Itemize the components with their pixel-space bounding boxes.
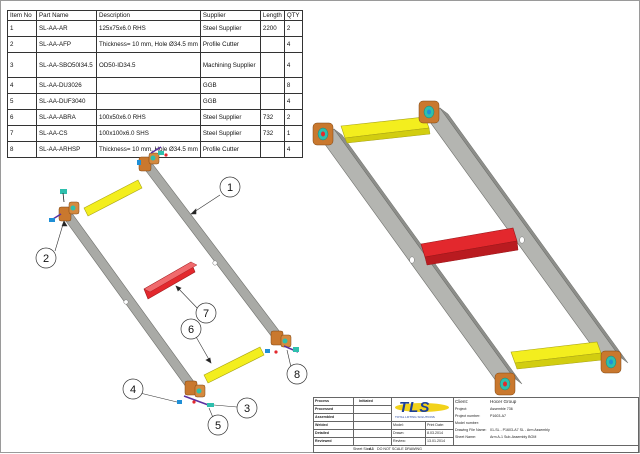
bom-cell: Steel Supplier	[199, 125, 261, 142]
bom-row: 5 SL-AA-DUF3040 GGB 4	[7, 93, 303, 110]
balloon-7-label: 7	[203, 308, 209, 320]
project-number-value: P1603-A7	[490, 414, 506, 418]
status-label-process: Process	[315, 399, 329, 403]
balloon-5-label: 5	[215, 420, 221, 432]
project-label: Project:	[455, 407, 468, 411]
file-name-value: 01-SL - P1603-A7 SL - Arm Assembly	[490, 428, 550, 432]
review-label: Review:	[393, 439, 406, 443]
model-label: Model:	[393, 423, 404, 427]
brace-centre-red-top	[143, 261, 198, 293]
drawn-date: 8.03.2014	[427, 431, 443, 435]
iso-bracket-bottom-left	[494, 372, 516, 396]
pin-top-right	[137, 146, 168, 165]
client-value: Hocer Group	[490, 399, 517, 404]
brace-top-yellow	[83, 179, 143, 217]
model-number-label: Model number:	[455, 421, 479, 425]
project-value: Assemble 736	[490, 407, 513, 411]
status-label-processed: Processed	[315, 407, 334, 411]
bom-cell: GGB	[199, 77, 261, 94]
do-not-scale-note: DO NOT SCALE DRAWING	[377, 447, 422, 451]
iso-bracket-bottom-right	[600, 350, 622, 374]
balloon-6-label: 6	[188, 324, 194, 336]
balloon-7: 7	[195, 302, 217, 324]
status-value-process: Initiated	[359, 399, 373, 403]
bom-row: 3 SL-AA-SBO50I34.5 OD50-ID34.5 Machining…	[7, 52, 303, 78]
status-label-detailed: Detailed	[315, 431, 329, 435]
bom-header-row: Item No Part Name Description Supplier L…	[7, 10, 303, 21]
status-label-welded: Welded	[315, 423, 328, 427]
pin-bottom-left	[177, 395, 214, 407]
iso-brace-top-yellow-face	[344, 127, 431, 144]
print-date-label: Print Date:	[427, 423, 444, 427]
sheet-name-label: Sheet Name:	[455, 435, 476, 439]
balloon-8-label: 8	[294, 369, 300, 381]
status-label-assembled: Assembled	[315, 415, 335, 419]
balloon-8: 8	[286, 363, 308, 385]
title-block: Process Initiated Processed Assembled We…	[313, 397, 639, 453]
bom-row: 8 SL-AA-ARHSP Thickness= 10 mm, Hole Ø34…	[7, 141, 303, 158]
pin-top-left	[49, 189, 67, 222]
sheet-size-value: A3	[369, 447, 374, 451]
bom-cell	[259, 141, 285, 158]
client-label: Client:	[455, 399, 469, 404]
beam-hole	[212, 260, 218, 266]
balloon-leaders	[54, 194, 295, 421]
sheet-size-label: Sheet Size	[353, 447, 371, 451]
balloon-2-label: 2	[43, 253, 49, 265]
balloon-4: 4	[122, 378, 144, 400]
bom-table: Item No Part Name Description Supplier L…	[7, 10, 303, 158]
bom-cell: SL-AA-ARHSP	[36, 141, 97, 158]
tls-logo-text: TLS	[399, 399, 431, 416]
balloon-2: 2	[35, 247, 57, 269]
balloon-5: 5	[207, 414, 229, 436]
balloon-6: 6	[180, 318, 202, 340]
drawn-label: Drawn:	[393, 431, 405, 435]
bracket-top-left	[58, 201, 80, 222]
sheet-name-value: Arm A-1 Sub-Assembly BOM	[490, 435, 537, 439]
bom-row: 2 SL-AA-AFP Thickness= 10 mm, Hole Ø34.5…	[7, 36, 303, 53]
iso-beam-right-side	[439, 107, 629, 364]
file-name-label: Drawing File Name:	[455, 428, 487, 432]
project-number-label: Project number:	[455, 414, 481, 418]
beam-hole	[123, 299, 129, 305]
iso-bracket-top-left	[312, 122, 334, 146]
review-date: 13.01.2014	[427, 439, 445, 443]
bom-cell: Profile Cutter	[199, 141, 261, 158]
bom-cell: OD50-ID34.5	[96, 52, 201, 78]
status-label-reviewed: Reviewed	[315, 439, 332, 443]
bracket-bottom-right	[270, 330, 292, 348]
balloon-3: 3	[236, 397, 258, 419]
balloon-4-label: 4	[130, 384, 136, 396]
balloon-3-label: 3	[244, 403, 250, 415]
pin-bottom-right	[265, 345, 299, 354]
bom-cell: SL-AA-SBO50I34.5	[36, 52, 97, 78]
iso-beam-right	[424, 107, 621, 365]
bom-cell: 4	[283, 141, 303, 158]
bracket-bottom-left	[184, 380, 206, 398]
iso-beam-hole	[519, 236, 525, 244]
bom-row: 6 SL-AA-ABRA 100x50x6.0 RHS Steel Suppli…	[7, 109, 303, 126]
bom-cell: 8	[7, 141, 37, 158]
tls-logo-tagline: TOTAL LIFTING SOLUTIONS	[395, 415, 435, 419]
tls-logo: TLS TOTAL LIFTING SOLUTIONS	[395, 399, 449, 420]
balloon-1: 1	[219, 176, 241, 198]
balloon-1-label: 1	[227, 182, 233, 194]
bracket-top-right	[138, 152, 160, 172]
iso-bracket-top-right	[418, 100, 440, 124]
bom-cell: Machining Supplier	[199, 52, 261, 78]
brace-bottom-yellow	[203, 346, 265, 384]
bom-cell: GGB	[199, 93, 261, 110]
iso-brace-centre-red-face	[424, 240, 519, 266]
iso-beam-hole	[409, 256, 415, 264]
